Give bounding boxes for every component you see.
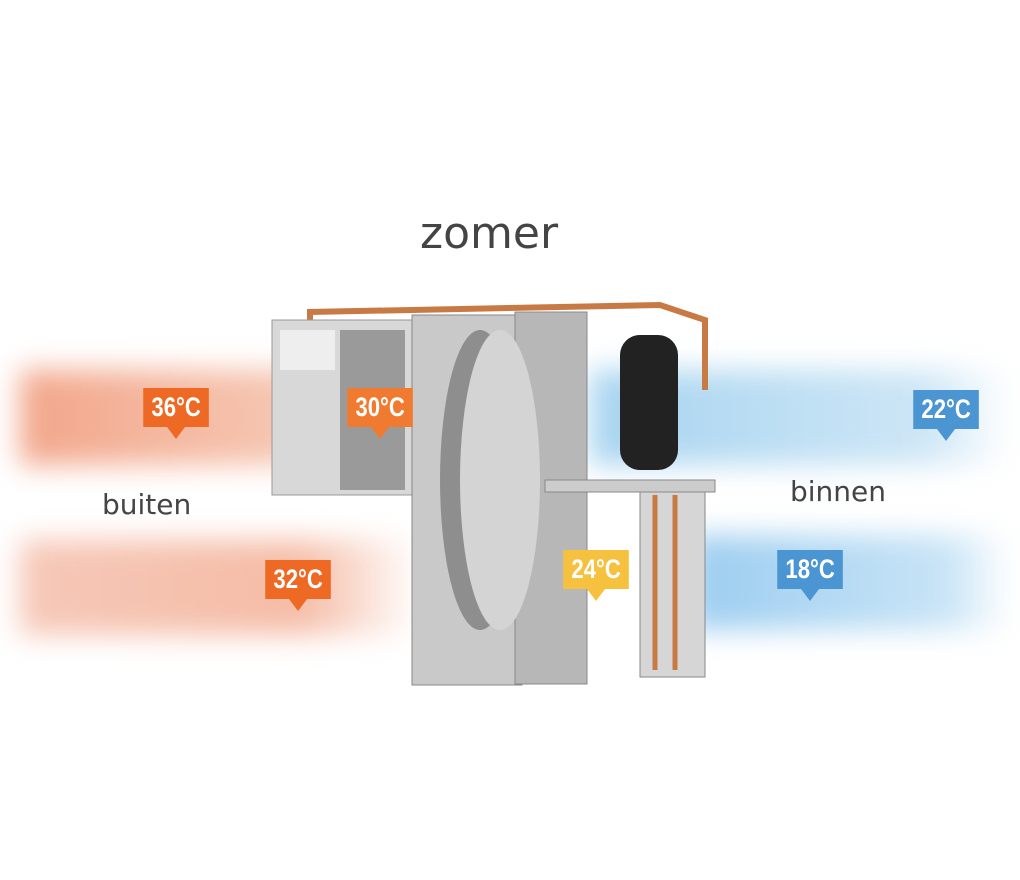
compressor [620, 335, 678, 470]
temp-badge-exhaust: 32°C [265, 560, 332, 611]
temp-badge-after-coil: 30°C [347, 388, 414, 439]
inside-label: binnen [790, 475, 887, 508]
temp-badge-outside-in: 36°C [143, 388, 210, 439]
temp-badge-return: 22°C [913, 390, 980, 441]
warm-airflow-bottom [20, 540, 420, 635]
temp-badge-after-wheel: 24°C [563, 550, 630, 601]
cool-airflow-bottom [690, 535, 1010, 630]
compressor-shelf [544, 479, 716, 493]
copper-pipe [307, 301, 708, 390]
temp-badge-supply: 18°C [777, 550, 844, 601]
season-title: zomer [420, 208, 559, 259]
outside-label: buiten [102, 488, 192, 521]
